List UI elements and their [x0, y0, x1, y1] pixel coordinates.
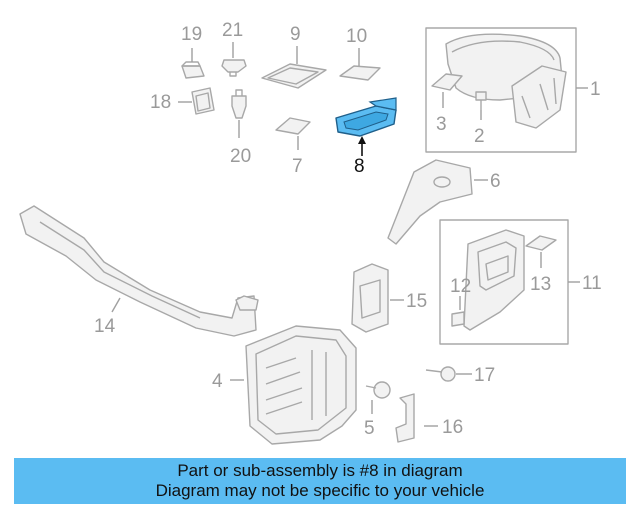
- part-1-armrest: [445, 33, 588, 129]
- callout-18: 18: [150, 92, 171, 113]
- part-11-rear-panel: [463, 229, 580, 331]
- callout-21: 21: [222, 20, 243, 41]
- callout-17: 17: [474, 365, 495, 386]
- callout-11: 11: [582, 273, 602, 294]
- callout-7: 7: [292, 156, 303, 177]
- part-1-group-box: [425, 27, 577, 153]
- part-20-clip: [231, 89, 247, 138]
- part-13-pad: [525, 235, 557, 268]
- callout-4: 4: [212, 371, 223, 392]
- part-18-bracket: [178, 87, 215, 115]
- caption-line-2: Diagram may not be specific to your vehi…: [155, 481, 485, 500]
- part-6-bracket: [387, 159, 488, 245]
- part-10-pad: [339, 48, 381, 81]
- part-15-bracket: [351, 263, 404, 333]
- callout-15: 15: [406, 291, 427, 312]
- callout-20: 20: [230, 146, 251, 167]
- part-3-pad: [431, 73, 463, 108]
- callout-1: 1: [590, 79, 601, 100]
- part-5-bolt: [365, 381, 391, 414]
- callout-14: 14: [94, 316, 116, 337]
- callout-8: 8: [354, 156, 365, 177]
- callout-5: 5: [364, 418, 375, 439]
- part-7-plate: [275, 117, 311, 150]
- part-17-screw: [425, 366, 472, 382]
- callout-9: 9: [290, 24, 301, 45]
- callout-6: 6: [490, 171, 501, 192]
- caption-line-1: Part or sub-assembly is #8 in diagram: [177, 461, 463, 480]
- callout-19: 19: [181, 24, 202, 45]
- part-14-duct: [19, 205, 259, 337]
- callout-3: 3: [436, 114, 447, 135]
- callout-10: 10: [346, 26, 367, 47]
- part-2-screw: [475, 91, 487, 120]
- part-4-console-body: [230, 325, 357, 445]
- part-21-clip: [221, 42, 247, 77]
- part-8-tray-highlighted: [335, 97, 397, 156]
- callout-12: 12: [450, 276, 471, 297]
- part-16-bracket: [395, 393, 438, 443]
- parts-diagram: 19 21 9 10 18 20 7: [19, 20, 602, 445]
- caption-banner: Part or sub-assembly is #8 in diagram Di…: [14, 458, 626, 504]
- callout-16: 16: [442, 417, 463, 438]
- part-12-clip: [451, 296, 465, 327]
- callout-2: 2: [474, 126, 485, 147]
- part-9-lid: [261, 46, 327, 89]
- part-19-clip: [181, 48, 205, 79]
- callout-13: 13: [530, 274, 551, 295]
